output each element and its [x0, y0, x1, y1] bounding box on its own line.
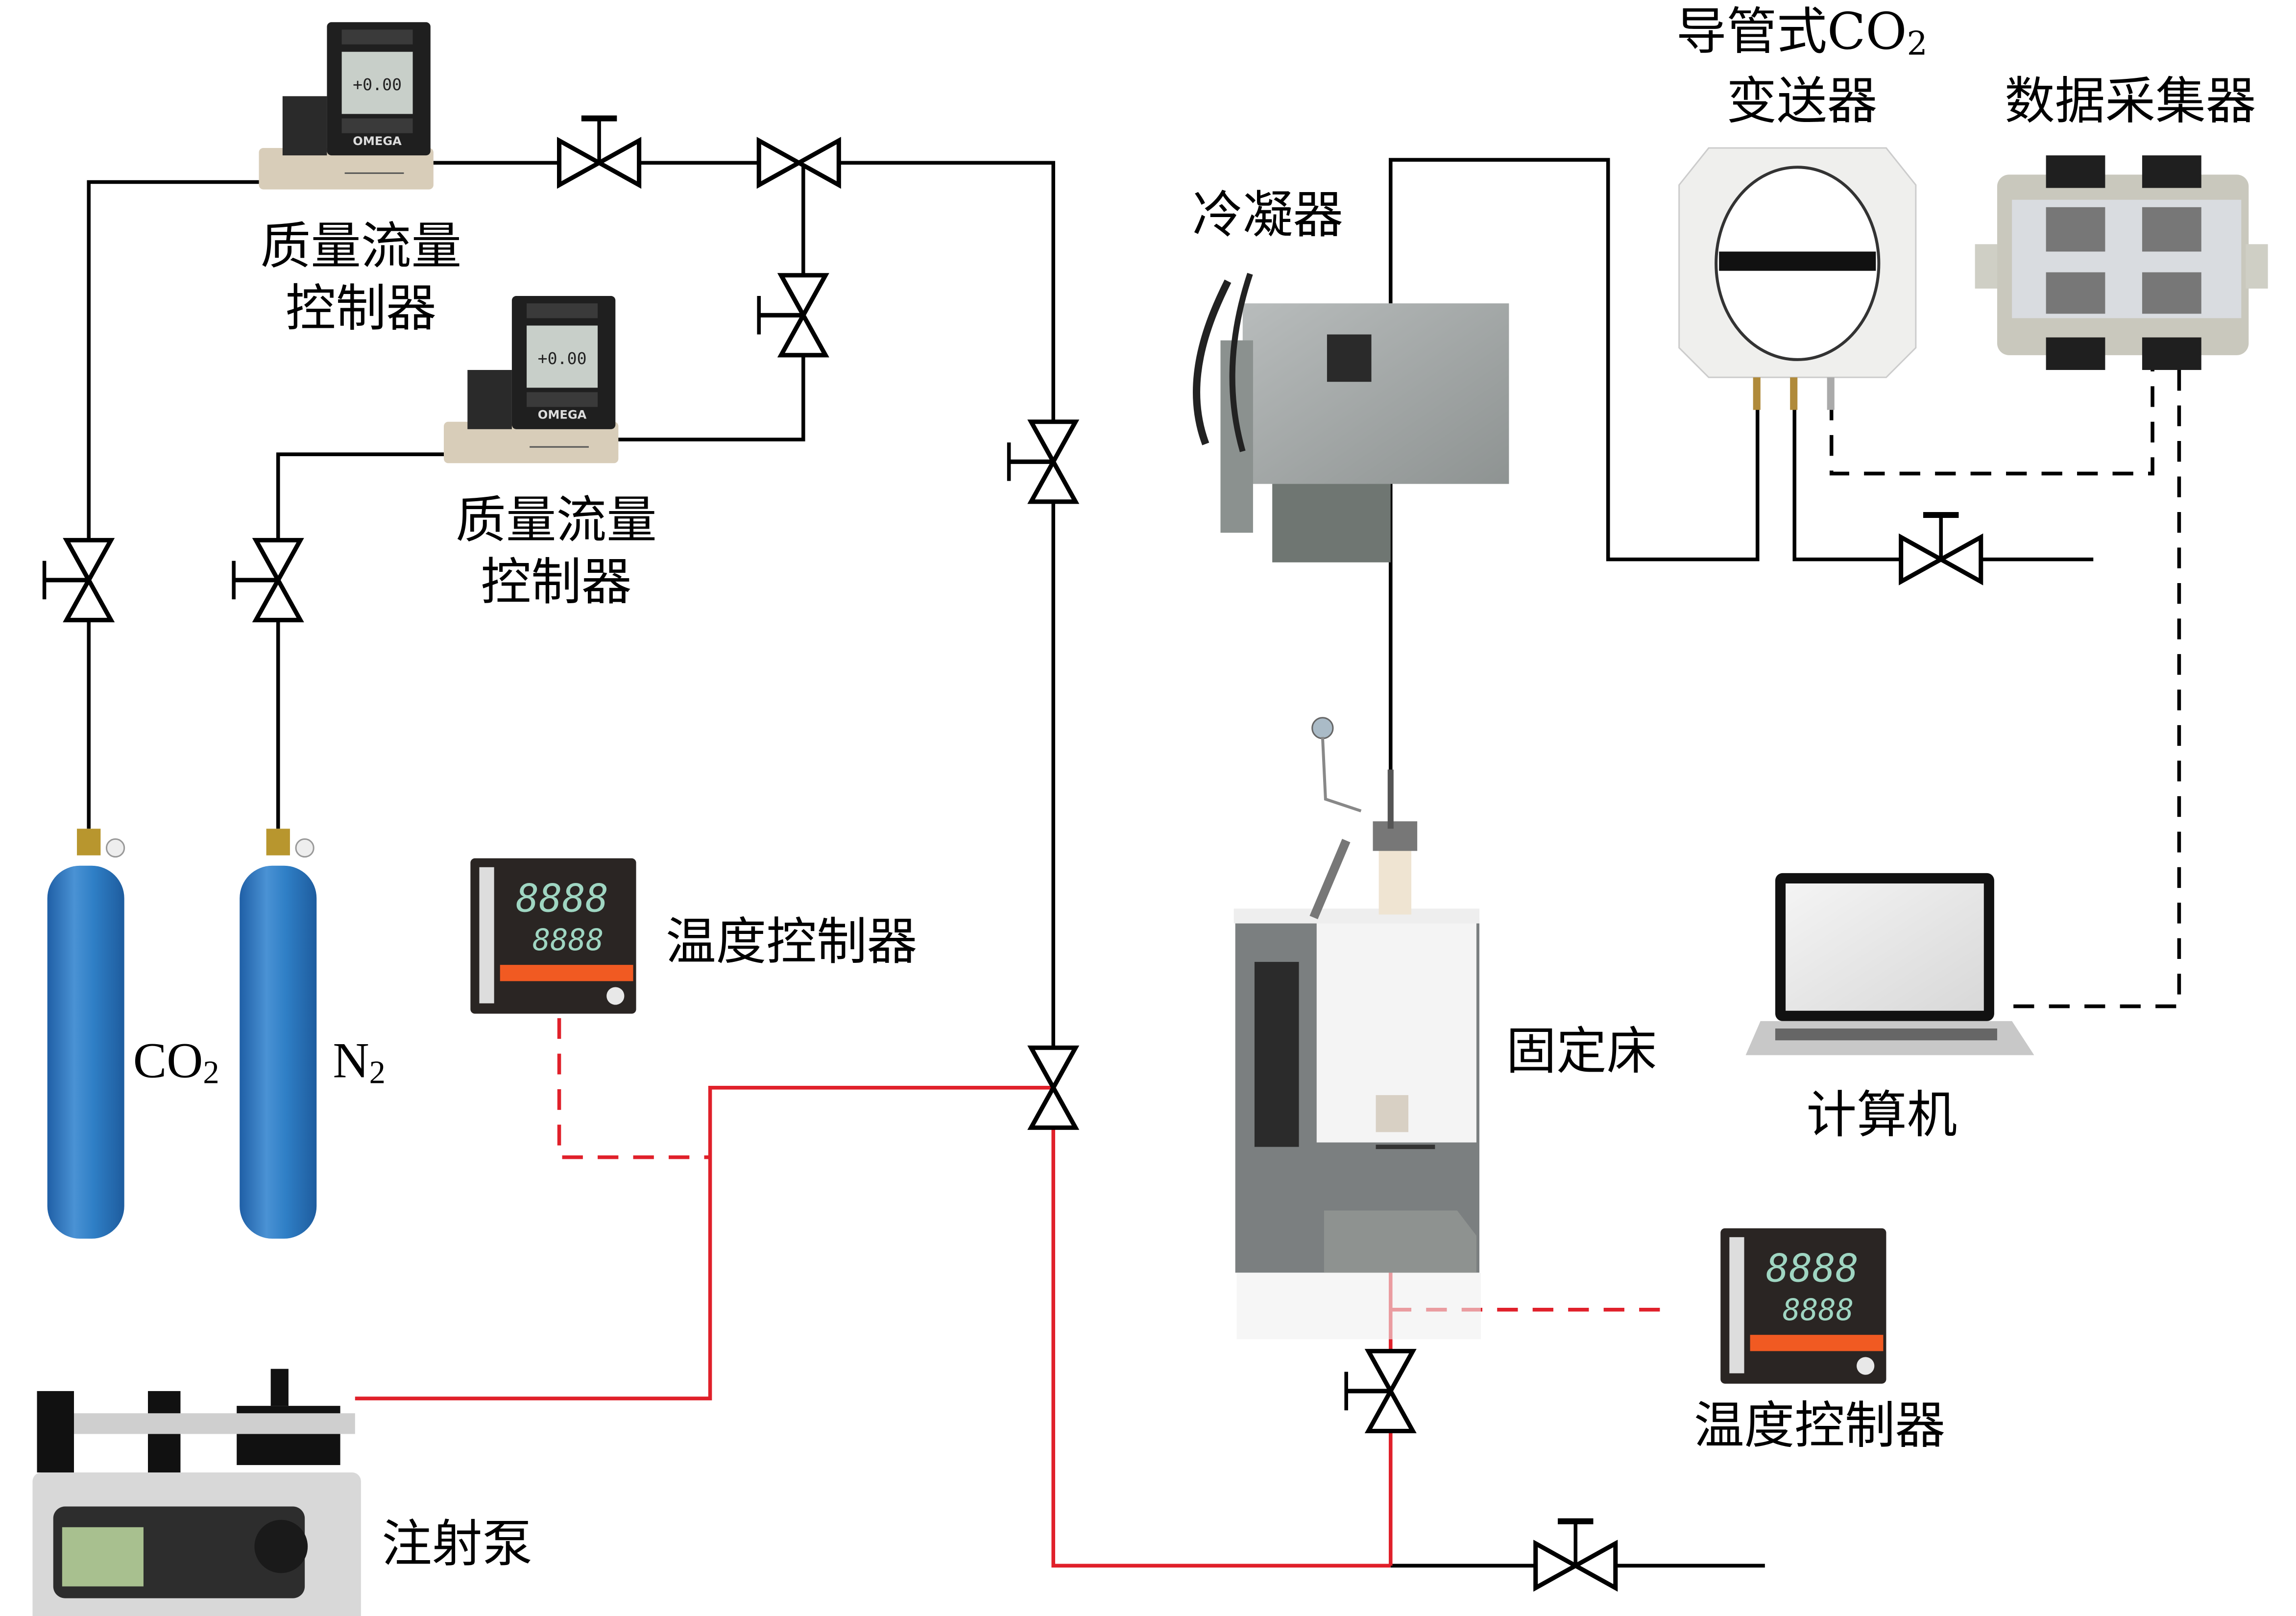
mfc-top-label-2: 控制器	[286, 279, 436, 338]
fixed-bed-label: 固定床	[1506, 1023, 1657, 1081]
valve-main-vertical[interactable]	[1009, 422, 1076, 502]
pipe-heated-syringe	[355, 1086, 1054, 1400]
cylinder-n2-label: N2	[333, 1033, 385, 1091]
mfc-mid-label-1: 质量流量	[456, 491, 657, 549]
condenser	[1193, 272, 1509, 563]
valve-main-globe[interactable]	[559, 119, 639, 185]
syringe-pump-label: 注射泵	[382, 1515, 532, 1573]
temp-ctl-left-display-top: 8888	[516, 876, 608, 921]
mfc-mid-brand: OMEGA	[538, 408, 587, 422]
valve-main-junction[interactable]	[759, 141, 839, 185]
mfc-top-display: +0.00	[353, 75, 402, 94]
signal-transmitter-to-logger	[1829, 370, 2154, 476]
syringe-pump	[32, 1369, 361, 1616]
cylinder-co2	[47, 829, 125, 1239]
mfc-mid-display: +0.00	[538, 349, 587, 368]
valve-n2[interactable]	[234, 540, 300, 620]
temp-ctl-right-display-top: 8888	[1766, 1246, 1859, 1291]
temp-ctl-right-display-bottom: 8888	[1783, 1293, 1854, 1327]
pipe-heated-main	[1051, 1087, 1391, 1568]
pipe-condenser-to-transmitter	[1389, 158, 1760, 562]
mfc-top-label-1: 质量流量	[261, 218, 462, 276]
temp-controller-left-label: 温度控制器	[666, 913, 917, 971]
data-logger	[1975, 155, 2268, 370]
temp-controller-right: 8888 8888	[1720, 1228, 1886, 1384]
signal-tempctl-left	[557, 1018, 710, 1159]
pipe-co2-to-mfc	[87, 180, 266, 829]
temp-ctl-left-display-bottom: 8888	[532, 923, 604, 957]
mfc-mid-label-2: 控制器	[481, 553, 632, 612]
mfc-top-brand: OMEGA	[353, 134, 402, 148]
valve-bottom-exhaust[interactable]	[1536, 1521, 1616, 1588]
co2-transmitter-label-2: 变送器	[1726, 73, 1877, 131]
condenser-label: 冷凝器	[1192, 186, 1343, 245]
signal-logger-to-computer	[2012, 370, 2181, 1008]
temp-controller-left: 8888 8888	[470, 858, 636, 1014]
fixed-bed-reactor	[1233, 717, 1481, 1340]
cylinder-co2-label: CO2	[133, 1033, 219, 1091]
valve-bed-outlet[interactable]	[1346, 1351, 1413, 1431]
temp-controller-right-label: 温度控制器	[1694, 1397, 1945, 1455]
pipe-n2-to-mfc	[276, 452, 452, 829]
co2-transmitter	[1678, 147, 1917, 410]
pipe-mfc2-to-junction	[614, 163, 805, 441]
data-logger-label: 数据采集器	[2005, 73, 2256, 131]
valve-transmitter-vent[interactable]	[1901, 515, 1981, 582]
mfc-top: +0.00 OMEGA	[258, 21, 435, 191]
valve-co2[interactable]	[45, 540, 111, 620]
computer-label: 计算机	[1806, 1086, 1957, 1144]
valve-mfc2-branch[interactable]	[759, 275, 825, 355]
cylinder-n2	[240, 829, 317, 1239]
pipe-transmitter-vent	[1792, 399, 2094, 562]
computer	[1745, 873, 2034, 1055]
co2-transmitter-label-1: 导管式CO2	[1676, 3, 1928, 63]
mfc-mid: +0.00 OMEGA	[443, 295, 619, 464]
